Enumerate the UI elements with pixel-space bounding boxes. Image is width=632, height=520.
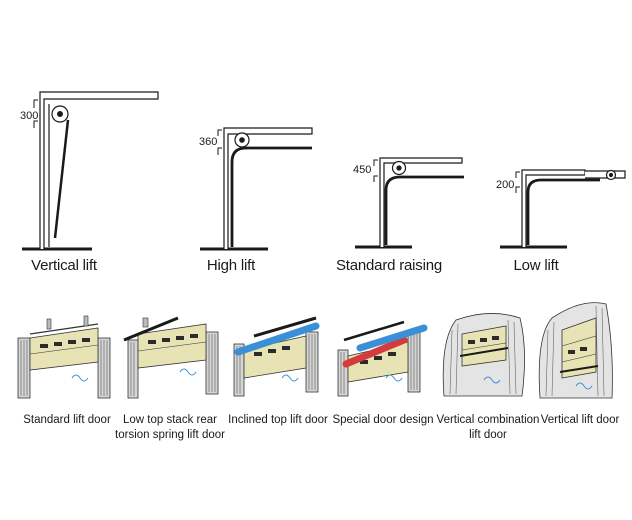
vertical-lift-label: Vertical lift [31, 257, 97, 274]
label-line-1: Low top stack rear [123, 414, 217, 426]
blue-shaft [234, 322, 320, 356]
high-lift-track [223, 127, 313, 249]
label-line-2: torsion spring lift door [115, 429, 225, 441]
door-panel-line [53, 119, 70, 239]
high-lift-profile: 360 [199, 127, 313, 251]
vertical-lift-door-label: Vertical lift door [541, 413, 620, 428]
high-lift-label: High lift [206, 257, 256, 274]
vertical-lift-profile: 300 [20, 91, 159, 251]
label-line-2: lift door [469, 429, 507, 441]
door-panel [29, 327, 99, 371]
label-line-1: Standard lift door [23, 414, 111, 426]
label-line-1: Special door design [332, 414, 434, 426]
door-panel-line [526, 178, 600, 245]
standard-raising-label: Standard raising [335, 257, 443, 274]
dimension-label: 360 [199, 136, 217, 148]
standard-lift-door-label: Standard lift door [23, 413, 111, 428]
inclined-top-door-illustration [233, 316, 320, 397]
vertical-combination-door-label: Vertical combination lift door [437, 413, 540, 443]
vertical-lift-door-illustration [538, 302, 613, 399]
blue-shaft [356, 324, 428, 352]
dimension-label: 200 [496, 179, 514, 191]
special-door-design-label: Special door design [332, 413, 433, 428]
door-panel-line [384, 175, 464, 245]
dimension-label: 300 [20, 110, 38, 122]
vertical-combination-door-illustration [442, 313, 525, 397]
inclined-top-door-label: Inclined top lift door [228, 413, 328, 428]
red-shaft [342, 336, 408, 368]
low-lift-label: Low lift [513, 257, 559, 274]
label-line-1: Vertical lift door [540, 414, 620, 426]
label-line-1: Vertical combination [436, 414, 540, 426]
low-lift-profile: 200 [496, 169, 626, 249]
special-door-design-illustration [337, 320, 428, 397]
standard-raising-profile: 450 [353, 157, 464, 249]
door-panel [137, 323, 207, 369]
low-top-stack-door-label: Low top stack rear torsion spring lift d… [115, 413, 225, 443]
dimension-label: 450 [353, 164, 371, 176]
vertical-track [39, 91, 159, 249]
standard-track [379, 157, 463, 247]
low-top-stack-door-illustration [123, 316, 219, 399]
standard-lift-door-illustration [17, 315, 111, 399]
label-line-1: Inclined top lift door [228, 414, 328, 426]
door-panel-line [230, 146, 312, 247]
